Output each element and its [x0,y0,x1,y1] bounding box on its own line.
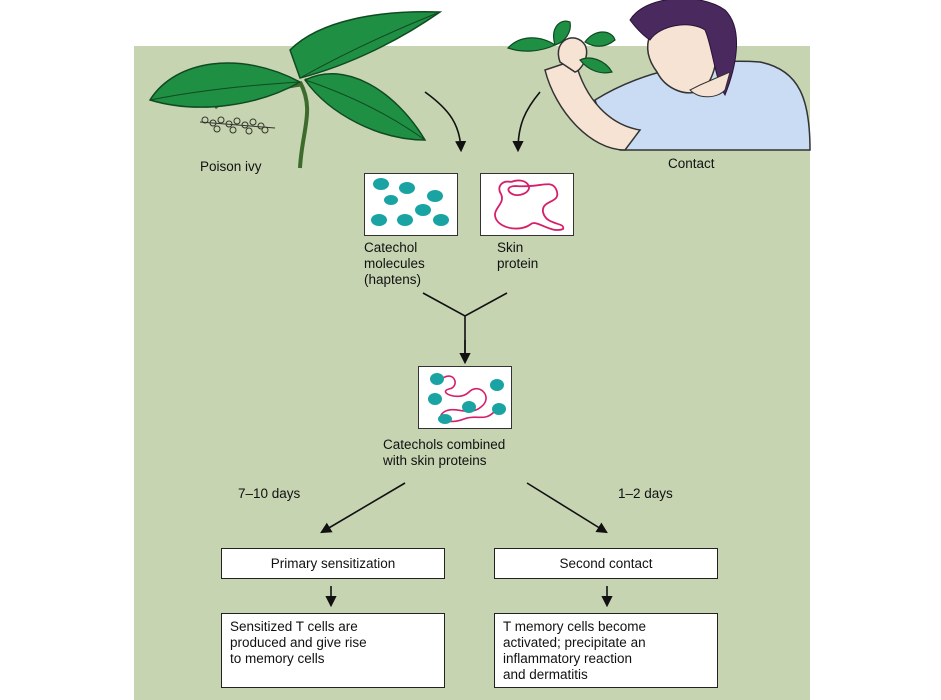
catechol-square [364,173,458,236]
sensitized-t-cells-box: Sensitized T cells are produced and give… [221,613,445,688]
combined-square [418,366,512,429]
second-contact-box: Second contact [494,548,718,579]
skin-protein-label: Skin protein [497,240,539,271]
t-memory-cells-box: T memory cells become activated; precipi… [494,613,718,688]
arrow-contact-to-protein [512,91,541,153]
skin-protein-square [480,173,574,236]
arrow-branch-left [320,482,406,534]
arm [544,59,642,151]
contact-label: Contact [668,156,715,171]
berry-cluster [199,116,276,135]
arrow-ivy-to-catechol [424,91,467,153]
poison-ivy-illustration [148,11,443,169]
combined-label: Catechols combined with skin proteins [383,437,506,468]
primary-sensitization-box: Primary sensitization [221,548,445,579]
neck [689,71,731,98]
days-right-label: 1–2 days [618,486,673,501]
held-leaves [506,20,616,74]
catechol-label: Catechol molecules (haptens) [364,240,425,287]
poison-ivy-label: Poison ivy [200,159,262,174]
days-left-label: 7–10 days [238,486,301,501]
leaf-left [148,62,302,108]
arrow-branch-right [526,482,608,534]
contact-illustration [506,0,811,151]
leaf-right [303,73,427,141]
hand [557,37,588,73]
